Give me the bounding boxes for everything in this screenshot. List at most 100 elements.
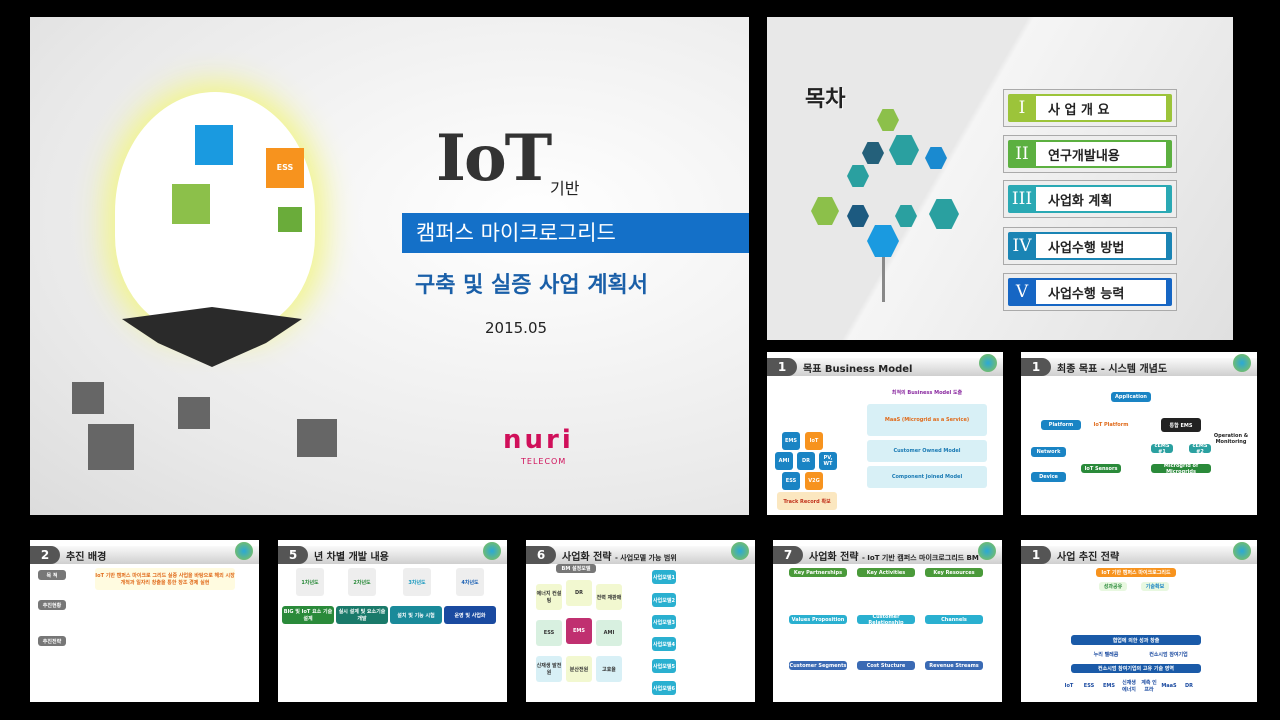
diagram-box: Key Partnerships — [789, 568, 847, 577]
logo-emblem-icon — [235, 542, 253, 560]
slide-title: 목표 Business Model — [803, 360, 912, 375]
diagram-box: 컨소시엄 참여기업의 고유 기술 영역 — [1071, 664, 1201, 673]
diagram-box: 사업모델3 — [652, 615, 676, 629]
diagram-box: Customer Owned Model — [867, 440, 987, 462]
diagram-box: 전력 재판매 — [596, 584, 622, 610]
wind-turbine-icon — [172, 184, 210, 224]
diagram-box: Operation & Monitoring — [1211, 433, 1251, 445]
hexagon-tree-illustration — [807, 107, 967, 307]
numeral: IV — [1012, 236, 1032, 256]
toc-label: 사 업 개 요 — [1036, 96, 1166, 120]
diagram-box: IoT Sensors — [1081, 464, 1121, 473]
solar-icon — [195, 125, 233, 165]
diagram-box: Key Activities — [857, 568, 915, 577]
slide-subtitle: - 사업모델 가능 범위 — [614, 553, 677, 562]
section-number: 1 — [1021, 358, 1051, 376]
section-number: 7 — [773, 546, 803, 564]
company-logo: nuri — [503, 425, 574, 455]
diagram-box: 사업모델5 — [652, 659, 676, 673]
diagram-box: Application — [1111, 392, 1151, 402]
diagram-box: Network — [1031, 447, 1066, 457]
diagram-box: 컨소시엄 참여기업 — [1141, 650, 1196, 659]
slide-title-text: 최종 목표 - 시스템 개념도 — [1057, 363, 1168, 375]
date: 2015.05 — [485, 319, 548, 337]
company-logo-sub: TELECOM — [521, 457, 567, 466]
diagram-box: 성과공유 — [1099, 582, 1127, 591]
slide-thumbnail-title[interactable]: ESS IoT 기반 캠퍼스 마이크로그리드 구축 및 실증 사업 계획서 20… — [30, 17, 749, 515]
diagram-box: Customer Segments — [789, 661, 847, 670]
diagram-box: 설치 및 기능 시험 — [390, 606, 442, 624]
plant-battery-icon — [278, 207, 302, 232]
diagram-box: Device — [1031, 472, 1066, 482]
diagram-box: 목 적 — [38, 570, 66, 580]
diagram-box: ESS — [1081, 678, 1097, 694]
diagram-box: Channels — [925, 615, 983, 624]
globe-icon — [88, 424, 134, 470]
logo-emblem-icon — [978, 542, 996, 560]
diagram-box: cEMS #2 — [1189, 443, 1211, 455]
slide-title-text: 사업화 전략 — [809, 551, 859, 563]
numeral: I — [1018, 98, 1026, 118]
logo-emblem-icon — [1233, 542, 1251, 560]
title-banner: 캠퍼스 마이크로그리드 — [402, 213, 749, 253]
toc-label: 사업수행 능력 — [1036, 280, 1166, 304]
section-number: 2 — [30, 546, 60, 564]
diagram-box: 고효율 — [596, 656, 622, 682]
slide-title: 년 차별 개발 내용 — [314, 548, 389, 563]
logo-emblem-icon — [731, 542, 749, 560]
diagram-box: Customer Relationship — [857, 614, 915, 626]
diagram-box: IoT — [805, 432, 823, 450]
diagram-box: 추진현황 — [38, 600, 66, 610]
diagram-box: 3차년도 — [403, 568, 431, 596]
diagram-box: EMS — [782, 432, 800, 450]
diagram-box: 2차년도 — [348, 568, 376, 596]
numeral: II — [1015, 144, 1029, 164]
diagram-box: 누리 텔레콤 — [1081, 650, 1131, 659]
diagram-box: Values Proposition — [789, 615, 847, 624]
toc-label: 사업화 계획 — [1036, 187, 1166, 211]
slide-title: 사업 추진 전략 — [1057, 548, 1119, 563]
diagram-box: 사업모델1 — [652, 570, 676, 584]
diagram-box: IoT Platform — [1091, 420, 1131, 430]
diagram-box: Platform — [1041, 420, 1081, 430]
diagram-box: Microgrid of Microgrids — [1151, 463, 1211, 475]
section-number: 1 — [767, 358, 797, 376]
diagram-box: BIG 및 IoT 요소 기술 설계 — [282, 606, 334, 624]
toc-item-5[interactable]: V 사업수행 능력 — [1003, 273, 1177, 311]
slide-header: 1 사업 추진 전략 — [1021, 546, 1257, 564]
diagram-box: 계측 인프라 — [1141, 678, 1157, 694]
diagram-box: DR — [1181, 678, 1197, 694]
diagram-box: AMI — [775, 452, 793, 470]
numeral: V — [1015, 282, 1029, 302]
diagram-box: 기술확보 — [1141, 582, 1169, 591]
slide-header: 1 최종 목표 - 시스템 개념도 — [1021, 358, 1257, 376]
diagram-box: EMS — [1101, 678, 1117, 694]
section-number: 1 — [1021, 546, 1051, 564]
diagram-box: 에너지 컨설팅 — [536, 584, 562, 610]
diagram-box: Track Record 확보 — [777, 492, 837, 510]
diagram-box: MaaS (Microgrid as a Service) — [867, 404, 987, 436]
diagram-box: Key Resources — [925, 568, 983, 577]
numeral: III — [1011, 189, 1033, 209]
logo-emblem-icon — [483, 542, 501, 560]
diagram-box: MaaS — [1161, 678, 1177, 694]
slide-title-text: 사업화 전략 — [562, 551, 612, 563]
diagram-box: Component Joined Model — [867, 466, 987, 488]
diagram-box: ESS — [782, 472, 800, 490]
slide-title: 사업화 전략 - 사업모델 가능 범위 — [562, 548, 677, 563]
